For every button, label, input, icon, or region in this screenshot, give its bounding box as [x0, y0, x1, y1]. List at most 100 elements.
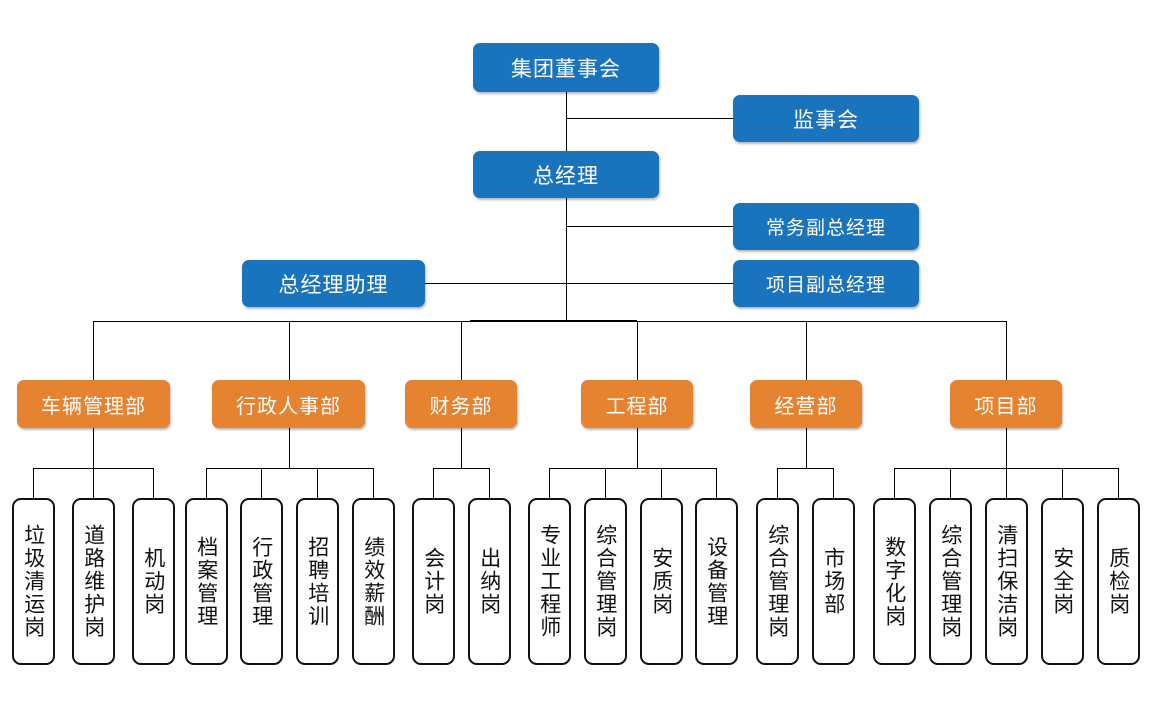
drop-g5-c1: [777, 468, 778, 498]
node-exec-vice-gm[interactable]: 常务副总经理: [733, 203, 919, 250]
leaf-box[interactable]: 专业工程师: [528, 498, 571, 665]
leaf-box[interactable]: 市场部: [812, 498, 855, 665]
connector-gm-to-project-vice-gm: [566, 283, 733, 284]
leaf-label: 绩效薪酬: [361, 535, 386, 628]
leaf-box[interactable]: 会计岗: [412, 498, 455, 665]
node-general-manager-label: 总经理: [533, 164, 599, 188]
node-general-manager[interactable]: 总经理: [473, 151, 659, 198]
connector-gm-down: [566, 198, 567, 322]
node-exec-vice-gm-label: 常务副总经理: [765, 218, 886, 239]
stem-group-5: [806, 428, 807, 468]
node-gm-assistant-label: 总经理助理: [278, 273, 389, 297]
node-department-1-label: 车辆管理部: [41, 395, 146, 418]
node-gm-assistant[interactable]: 总经理助理: [242, 260, 425, 307]
drop-g1-c3: [153, 468, 154, 498]
bus-group-4: [549, 468, 716, 469]
node-board[interactable]: 集团董事会: [473, 43, 659, 92]
node-department-6[interactable]: 项目部: [950, 380, 1062, 428]
node-department-4-label: 工程部: [605, 395, 669, 418]
leaf-label: 招聘培训: [305, 535, 330, 628]
node-supervisory-board[interactable]: 监事会: [733, 95, 919, 142]
drop-g1-c1: [33, 468, 34, 498]
leaf-box[interactable]: 绩效薪酬: [352, 498, 395, 665]
drop-g2-c4: [373, 468, 374, 498]
drop-g4-c3: [661, 468, 662, 498]
drop-g4-c2: [605, 468, 606, 498]
stem-group-1: [93, 428, 94, 468]
drop-dept-2: [289, 321, 290, 380]
leaf-label: 专业工程师: [537, 524, 562, 639]
node-department-4[interactable]: 工程部: [581, 380, 693, 428]
drop-dept-3: [461, 321, 462, 380]
node-department-6-label: 项目部: [974, 395, 1038, 418]
drop-g6-c4: [1062, 468, 1063, 498]
connector-gm-to-exec-vice-gm: [566, 226, 733, 227]
leaf-box[interactable]: 机动岗: [132, 498, 175, 665]
leaf-label: 市场部: [821, 547, 846, 616]
drop-g2-c2: [261, 468, 262, 498]
leaf-box[interactable]: 招聘培训: [296, 498, 339, 665]
drop-g1-c2: [93, 468, 94, 498]
drop-dept-4: [637, 321, 638, 380]
leaf-box[interactable]: 垃圾清运岗: [12, 498, 55, 665]
leaf-box[interactable]: 安全岗: [1041, 498, 1084, 665]
drop-g5-c2: [833, 468, 834, 498]
leaf-box[interactable]: 综合管理岗: [929, 498, 972, 665]
leaf-box[interactable]: 道路维护岗: [72, 498, 115, 665]
leaf-label: 安质岗: [649, 547, 674, 616]
leaf-box[interactable]: 行政管理: [240, 498, 283, 665]
leaf-label: 质检岗: [1106, 547, 1131, 616]
leaf-label: 综合管理岗: [765, 524, 790, 639]
drop-g3-c1: [433, 468, 434, 498]
node-department-5-label: 经营部: [774, 395, 838, 418]
leaf-label: 行政管理: [249, 535, 274, 628]
leaf-label: 数字化岗: [882, 535, 907, 628]
leaf-box[interactable]: 数字化岗: [873, 498, 916, 665]
drop-g4-c1: [549, 468, 550, 498]
leaf-label: 设备管理: [704, 535, 729, 628]
node-department-2[interactable]: 行政人事部: [212, 380, 365, 428]
stem-group-2: [289, 428, 290, 468]
node-department-3[interactable]: 财务部: [405, 380, 517, 428]
drop-g4-c4: [716, 468, 717, 498]
bus-group-5: [777, 468, 833, 469]
connector-board-to-gm: [566, 92, 567, 152]
leaf-box[interactable]: 清扫保洁岗: [985, 498, 1028, 665]
drop-g6-c2: [950, 468, 951, 498]
stem-group-3: [461, 428, 462, 468]
leaf-label: 综合管理岗: [938, 524, 963, 639]
node-board-label: 集团董事会: [511, 57, 621, 81]
department-bus-thick: [470, 320, 637, 322]
leaf-box[interactable]: 质检岗: [1097, 498, 1140, 665]
leaf-label: 会计岗: [421, 547, 446, 616]
node-department-3-label: 财务部: [429, 395, 493, 418]
leaf-box[interactable]: 设备管理: [695, 498, 738, 665]
leaf-label: 机动岗: [141, 547, 166, 616]
drop-dept-6: [1006, 321, 1007, 380]
leaf-box[interactable]: 出纳岗: [468, 498, 511, 665]
node-department-5[interactable]: 经营部: [750, 380, 862, 428]
leaf-box[interactable]: 安质岗: [640, 498, 683, 665]
bus-group-2: [206, 468, 373, 469]
leaf-box[interactable]: 综合管理岗: [584, 498, 627, 665]
leaf-label: 出纳岗: [477, 547, 502, 616]
drop-g6-c3: [1006, 468, 1007, 498]
stem-group-6: [1006, 428, 1007, 468]
leaf-label: 综合管理岗: [593, 524, 618, 639]
leaf-label: 清扫保洁岗: [994, 524, 1019, 639]
node-department-1[interactable]: 车辆管理部: [17, 380, 170, 428]
node-department-2-label: 行政人事部: [236, 395, 341, 418]
node-supervisory-board-label: 监事会: [793, 108, 859, 132]
drop-g2-c3: [317, 468, 318, 498]
node-project-vice-gm-label: 项目副总经理: [765, 275, 886, 296]
drop-g6-c1: [894, 468, 895, 498]
leaf-label: 安全岗: [1050, 547, 1075, 616]
drop-g3-c2: [489, 468, 490, 498]
drop-dept-1: [93, 321, 94, 380]
leaf-label: 档案管理: [194, 535, 219, 628]
leaf-box[interactable]: 综合管理岗: [756, 498, 799, 665]
node-project-vice-gm[interactable]: 项目副总经理: [733, 260, 919, 307]
leaf-box[interactable]: 档案管理: [185, 498, 228, 665]
bus-group-3: [433, 468, 489, 469]
leaf-label: 垃圾清运岗: [21, 524, 46, 639]
